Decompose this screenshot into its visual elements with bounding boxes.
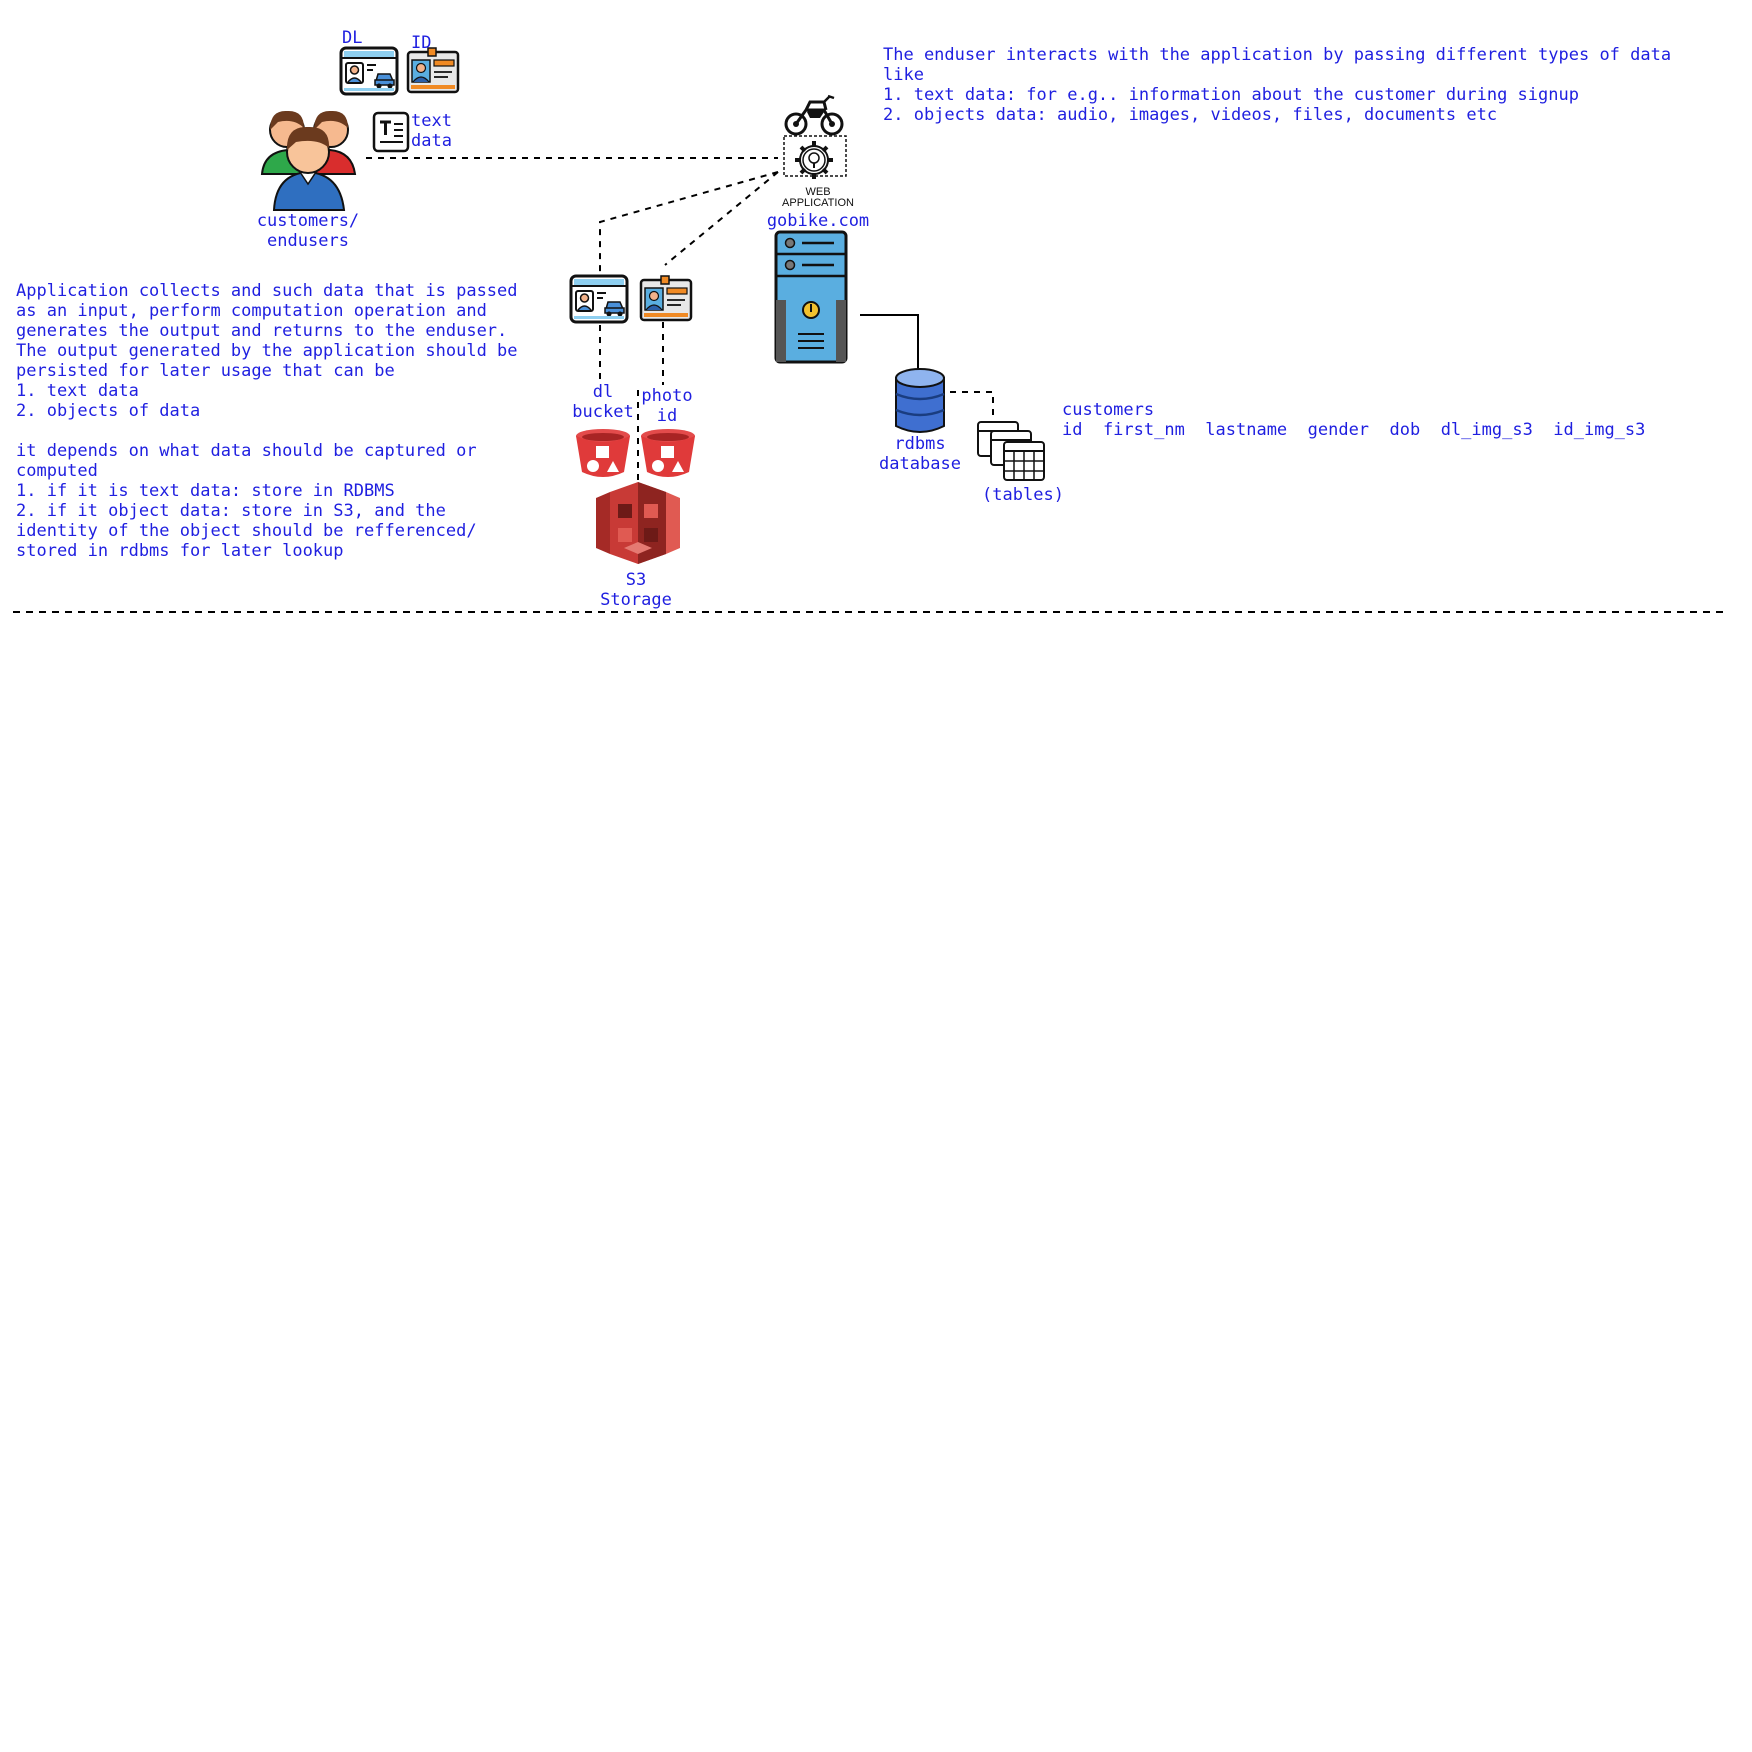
s3-bucket-icon [641, 429, 695, 477]
app-domain-label: gobike.com [766, 211, 870, 231]
top-right-note: The enduser interacts with the applicati… [883, 45, 1672, 125]
s3-storage-icon [596, 482, 680, 564]
text-document-icon [372, 111, 410, 153]
s3-bucket-icon [576, 429, 630, 477]
table-name-label: customers [1062, 400, 1155, 420]
id-label: ID [411, 33, 432, 53]
s3-storage-label: S3 Storage [600, 570, 672, 610]
connector-db-to-tables [950, 391, 994, 420]
dl-bucket-label: dl bucket [572, 382, 634, 422]
connector-lines [13, 157, 1724, 613]
connector-server-to-db [860, 314, 919, 370]
server-tower-icon [774, 230, 848, 364]
id-card-icon [639, 274, 693, 322]
id-card-icon [406, 46, 460, 94]
table-columns-label: id first_nm lastname gender dob dl_img_s… [1062, 420, 1646, 440]
database-icon [895, 368, 945, 433]
customers-label: customers/ endusers [256, 211, 360, 251]
motorbike-web-app-icon [783, 94, 847, 179]
connector-app-to-dl-card [599, 171, 779, 272]
tables-label: (tables) [982, 485, 1064, 505]
dl-card-icon [569, 274, 629, 324]
tables-icon [977, 421, 1045, 481]
web-application-caption: WEB APPLICATION [782, 186, 854, 209]
connector-app-to-id-card [664, 171, 779, 266]
users-group-icon [260, 110, 357, 211]
left-note: Application collects and such data that … [16, 281, 518, 561]
dl-card-icon [339, 46, 399, 96]
rdbms-database-label: rdbms database [879, 434, 961, 474]
photo-id-label: photo id [641, 386, 693, 426]
text-data-label: text data [411, 111, 452, 151]
dl-label: DL [342, 28, 363, 48]
